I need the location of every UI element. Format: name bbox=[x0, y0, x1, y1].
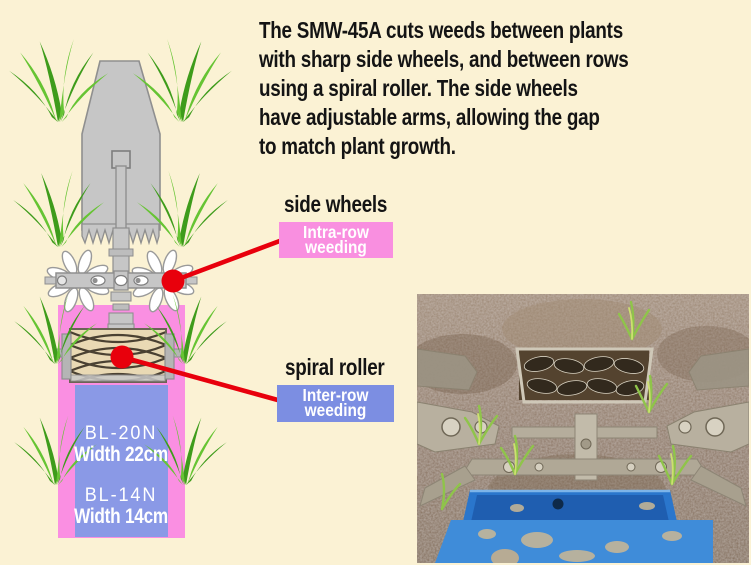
callout-leaders bbox=[110, 236, 286, 405]
wheel-axle-bar bbox=[44, 270, 198, 291]
model-name-bl14n: BL-14N bbox=[84, 485, 158, 506]
machine-body bbox=[81, 60, 161, 275]
seedlings bbox=[440, 300, 693, 511]
wheel-bracket-right bbox=[666, 348, 750, 453]
model-width-bl20n: Width 22cm bbox=[73, 443, 169, 466]
side-wheels-leader-line bbox=[172, 236, 286, 284]
tag-line: Intra-row bbox=[303, 222, 369, 242]
frame-bar bbox=[419, 413, 747, 507]
headline-line: The SMW-45A cuts weeds between plants bbox=[259, 17, 623, 43]
headline-line: using a spiral roller. The side wheels bbox=[259, 75, 578, 101]
spiral-roller-leader-line bbox=[121, 354, 286, 405]
inter-row-weeding-tag: Inter-row weeding bbox=[277, 385, 394, 422]
tag-line: weeding bbox=[304, 400, 367, 420]
model-name-bl20n: BL-20N bbox=[84, 423, 158, 444]
side-wheels-title: side wheels bbox=[284, 191, 388, 217]
hopper-dark-spot bbox=[552, 498, 564, 510]
headline-line: have adjustable arms, allowing the gap bbox=[259, 104, 600, 130]
spiral-roller-photo bbox=[515, 347, 654, 404]
headline-line: to match plant growth. bbox=[259, 133, 456, 159]
headline: The SMW-45A cuts weeds between plants wi… bbox=[259, 16, 644, 161]
headline-line: with sharp side wheels, and between rows bbox=[259, 46, 629, 72]
roller-linkage bbox=[108, 291, 134, 327]
spiral-roller-drawing bbox=[53, 323, 183, 383]
tag-line: Inter-row bbox=[302, 385, 369, 405]
spiral-roller-title: spiral roller bbox=[285, 354, 385, 380]
field-photo bbox=[407, 294, 751, 565]
wheel-bracket-left bbox=[416, 348, 500, 453]
tag-line: weeding bbox=[305, 237, 367, 257]
intra-row-weeding-tag: Intra-row weeding bbox=[279, 222, 393, 258]
spiral-roller-callout-dot bbox=[110, 345, 134, 369]
model-width-bl14n: Width 14cm bbox=[73, 505, 169, 528]
side-wheels-callout-dot bbox=[161, 269, 185, 293]
blue-hopper bbox=[435, 489, 713, 565]
inter-row-band bbox=[75, 385, 168, 537]
roller-end-photo bbox=[491, 549, 519, 565]
